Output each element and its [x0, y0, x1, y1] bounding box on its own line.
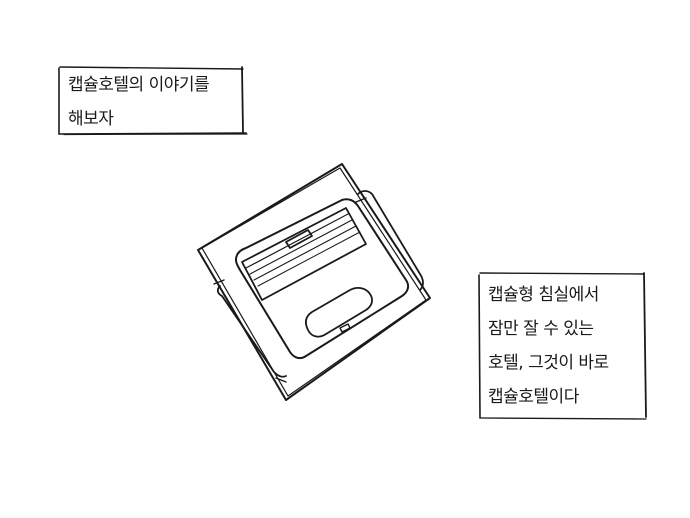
caption-line: 캡슐형 침실에서	[488, 285, 599, 305]
caption-line: 캡슐호텔이다	[488, 387, 579, 407]
capsule-bed-illustration	[197, 163, 431, 401]
caption-frame	[478, 272, 647, 420]
caption-line: 잠만 잘 수 있는	[488, 319, 594, 339]
caption-line: 해보자	[68, 109, 114, 129]
caption-line: 호텔, 그것이 바로	[488, 353, 609, 373]
caption-frame	[58, 66, 248, 136]
caption-line: 캡슐호텔의 이야기를	[68, 75, 210, 95]
caption-box-intro: 캡슐호텔의 이야기를 해보자	[58, 66, 248, 136]
caption-box-definition: 캡슐형 침실에서 잠만 잘 수 있는 호텔, 그것이 바로 캡슐호텔이다	[478, 272, 648, 420]
